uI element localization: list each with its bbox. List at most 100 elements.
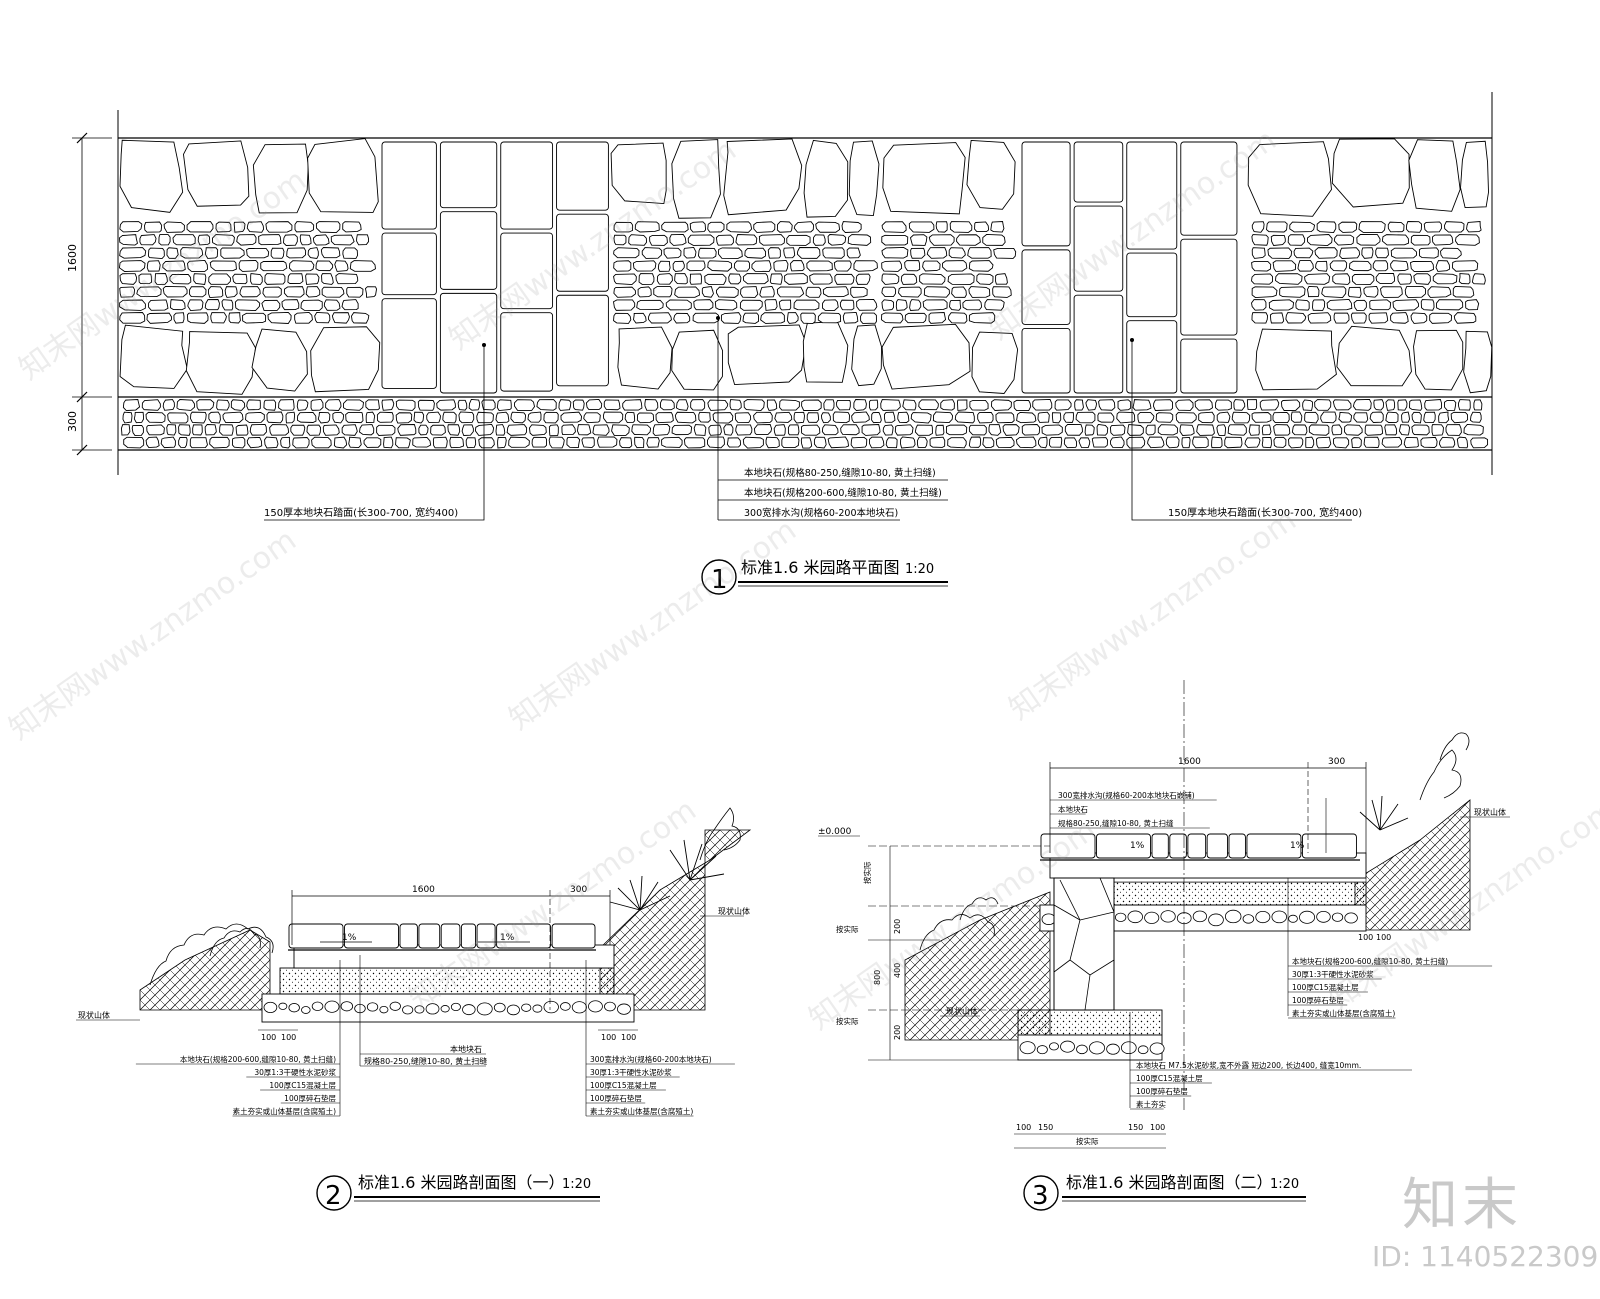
small-stone — [968, 312, 996, 324]
slab-stone — [381, 298, 437, 389]
drain-pebble — [850, 436, 868, 449]
gravel-stone — [379, 1005, 389, 1014]
brand-logo: 知末 — [1402, 1173, 1522, 1238]
large-stone — [1463, 330, 1493, 394]
section-2: 1600 300 1% 1% 300宽排水沟(规格60-200本地块石嵌铺)本地… — [818, 680, 1510, 1211]
small-stone — [653, 286, 673, 298]
drain-pebble — [968, 424, 987, 436]
drain-pebble — [333, 436, 348, 449]
small-stone — [641, 247, 663, 259]
drain-pebble — [442, 411, 457, 424]
drain-pebble — [449, 436, 465, 449]
layer-note: 100厚C15混凝土层 — [1292, 982, 1359, 992]
small-stone — [350, 312, 370, 324]
small-stone — [815, 221, 841, 233]
small-stone — [261, 299, 281, 311]
layer-note: 30厚1:3干硬性水泥砂浆 — [254, 1067, 336, 1077]
gravel-stone — [462, 1004, 476, 1016]
drain-pebble — [558, 399, 572, 411]
drain-pebble — [395, 412, 413, 424]
small-stone — [881, 221, 907, 233]
slab-stone — [556, 141, 609, 211]
small-stone — [687, 234, 715, 246]
small-stone — [1270, 234, 1286, 246]
small-stone — [1420, 299, 1435, 311]
small-stone — [1427, 286, 1452, 298]
small-stone — [796, 247, 821, 259]
small-stone — [751, 260, 772, 272]
drain-pebble — [1373, 399, 1385, 411]
small-stone — [909, 299, 922, 311]
drain-pebble — [1084, 424, 1095, 436]
drain-pebble — [624, 411, 636, 424]
small-stone — [962, 299, 983, 311]
small-stone — [1368, 312, 1389, 324]
drain-pebble — [683, 437, 706, 449]
small-stone — [949, 221, 973, 233]
small-stone — [1339, 247, 1361, 259]
small-stone — [1410, 312, 1428, 324]
layer-note: 素土夯实或山体基层(含腐殖土) — [1292, 1008, 1395, 1018]
drain-pebble — [671, 424, 693, 436]
drain-pebble — [900, 436, 916, 449]
section2-dim-1600: 1600 — [1178, 757, 1201, 767]
drain-pebble — [296, 412, 317, 423]
layer-note: 300宽排水沟(规格60-200本地块石) — [590, 1054, 712, 1064]
slab-stone — [556, 213, 609, 292]
drain-pebble — [1054, 399, 1072, 411]
small-stone — [349, 260, 376, 272]
small-stone — [689, 221, 707, 233]
drain-pebble — [935, 424, 945, 436]
small-stone — [784, 273, 808, 285]
small-stone — [187, 299, 204, 311]
small-stone — [856, 299, 878, 311]
small-stone — [928, 234, 955, 246]
drain-pebble — [581, 437, 595, 449]
small-stone — [790, 260, 805, 272]
large-stone — [252, 143, 309, 214]
drain-pebble — [1291, 424, 1308, 436]
layer-note: 100厚C15混凝土层 — [590, 1080, 657, 1090]
small-stone — [834, 273, 855, 285]
drain-pebble — [634, 436, 645, 449]
small-stone — [1392, 299, 1419, 311]
small-stone — [984, 299, 1005, 311]
drain-pebble — [995, 436, 1015, 448]
layer-note: 100厚碎石垫层 — [1136, 1086, 1188, 1096]
drain-pebble — [527, 411, 542, 423]
large-stone — [617, 326, 673, 390]
drain-pebble — [1424, 399, 1443, 411]
small-stone — [935, 221, 948, 233]
large-stone — [119, 324, 188, 389]
drain-pebble — [690, 399, 706, 411]
drain-pebble — [806, 412, 820, 423]
plan-title: 标准1.6 米园路平面图 — [741, 558, 900, 577]
small-stone — [186, 221, 214, 233]
drain-pebble — [622, 399, 643, 411]
small-stone — [1451, 260, 1479, 272]
drain-pebble — [341, 424, 358, 436]
drain-pebble — [166, 424, 177, 436]
small-stone — [686, 260, 706, 272]
section1-dim-100-d: 100 — [621, 1033, 636, 1042]
small-stone — [1275, 273, 1303, 285]
drain-pebble — [145, 411, 166, 423]
drain-pebble — [932, 411, 954, 424]
large-stone — [610, 142, 667, 205]
small-stone — [665, 299, 692, 311]
drain-pebble — [1032, 399, 1053, 411]
drain-pebble — [141, 399, 161, 411]
drain-pebble — [306, 424, 322, 436]
drain-pebble — [1352, 399, 1372, 411]
drain-pebble — [918, 399, 939, 411]
small-stone — [1458, 273, 1471, 285]
drain-pebble — [801, 424, 821, 436]
small-stone — [793, 299, 820, 311]
small-stone — [881, 286, 897, 298]
small-stone — [300, 299, 323, 311]
large-stone — [251, 328, 308, 392]
small-stone — [786, 312, 799, 324]
drain-pebble — [566, 436, 581, 449]
small-stone — [842, 311, 859, 324]
gravel-stone — [301, 1006, 311, 1014]
